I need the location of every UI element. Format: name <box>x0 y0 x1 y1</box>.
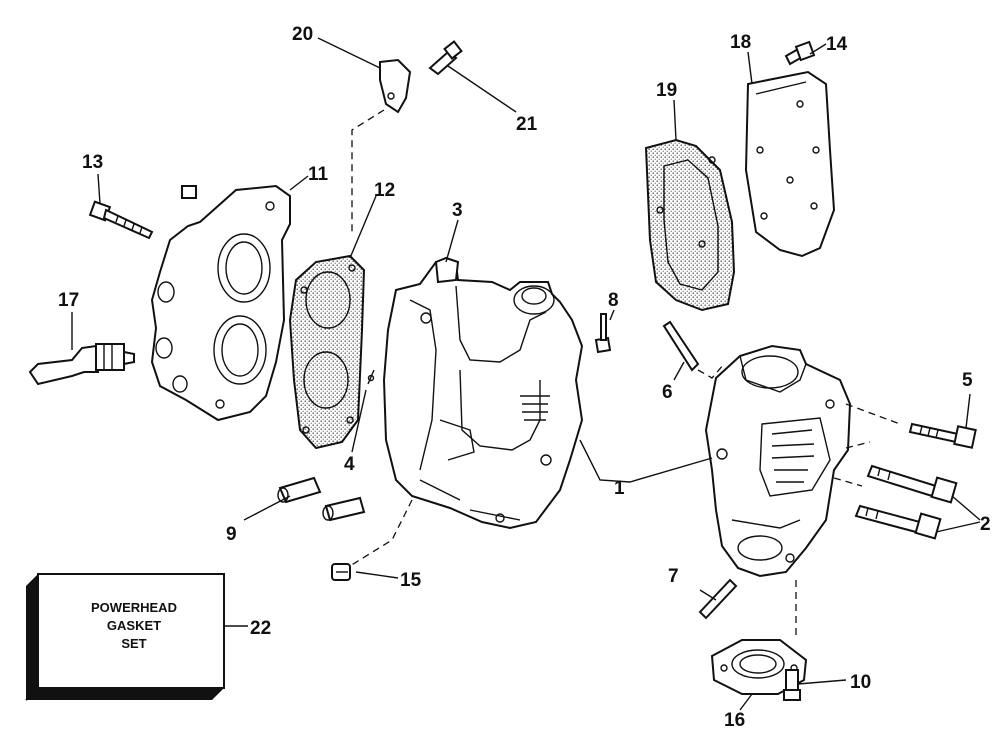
callout-19: 19 <box>656 80 677 101</box>
screw-part-21 <box>428 40 463 76</box>
pin-part-4 <box>367 369 375 385</box>
dash-line-pin <box>697 363 725 379</box>
head-gasket-part-12 <box>288 254 366 450</box>
exhaust-housing-part-1 <box>704 344 852 578</box>
screw-part-15 <box>331 563 351 581</box>
spark-plug-part-17 <box>28 343 135 386</box>
gasket-set-line-1: POWERHEAD <box>91 600 177 615</box>
cover-gasket-part-19 <box>644 138 736 312</box>
callout-3: 3 <box>452 200 463 221</box>
callout-2: 2 <box>980 514 991 535</box>
callout-14: 14 <box>826 34 848 55</box>
callout-1: 1 <box>614 478 625 499</box>
pin-part-7 <box>698 578 738 620</box>
bolt-part-5 <box>908 422 977 449</box>
bolts-part-2 <box>854 464 958 540</box>
callout-11: 11 <box>308 164 329 185</box>
callout-4: 4 <box>344 454 355 475</box>
callout-5: 5 <box>962 370 973 391</box>
dowel-pins-part-9 <box>277 476 366 522</box>
pin-part-6 <box>662 320 700 372</box>
callout-6: 6 <box>662 382 673 403</box>
dash-line-housing-bolts <box>833 403 901 487</box>
callout-18: 18 <box>730 32 751 53</box>
callout-numbers: 20 21 13 11 12 3 17 8 4 9 15 22 1 6 7 5 … <box>58 24 991 731</box>
dowel-pin-part-8 <box>594 313 612 354</box>
cylinder-head-part-11 <box>150 184 291 422</box>
callout-21: 21 <box>516 114 538 135</box>
cylinder-block-part-3 <box>382 256 584 530</box>
callout-17: 17 <box>58 290 79 311</box>
dash-line-bracket <box>351 109 385 232</box>
gasket-set-box: POWERHEAD GASKET SET <box>25 573 225 701</box>
leader-lines <box>71 37 981 711</box>
callout-22: 22 <box>250 618 271 639</box>
screw-part-14 <box>784 40 816 66</box>
callout-10: 10 <box>850 672 871 693</box>
gasket-set-line-2: GASKET <box>107 618 161 633</box>
screw-part-10 <box>783 669 801 701</box>
bracket-part-20 <box>379 58 412 114</box>
callout-7: 7 <box>668 566 679 587</box>
callout-8: 8 <box>608 290 619 311</box>
gasket-set-line-3: SET <box>121 636 146 651</box>
bolt-part-13 <box>88 200 154 240</box>
callout-9: 9 <box>226 524 237 545</box>
dash-line-block <box>349 499 413 567</box>
callout-20: 20 <box>292 24 313 45</box>
callout-16: 16 <box>724 710 745 731</box>
cover-plate-part-18 <box>744 70 836 258</box>
callout-13: 13 <box>82 152 103 173</box>
callout-12: 12 <box>374 180 395 201</box>
callout-15: 15 <box>400 570 422 591</box>
